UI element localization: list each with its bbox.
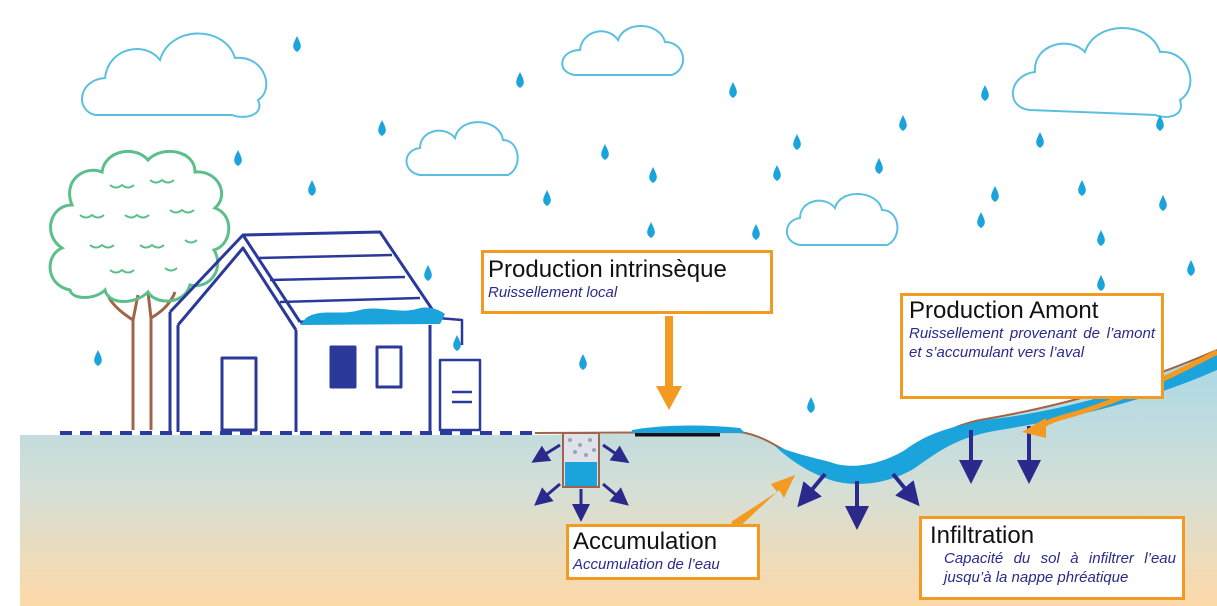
- roof-water: [300, 307, 445, 325]
- rain-tank: [438, 358, 482, 432]
- local-runoff-water: [632, 425, 745, 433]
- tree-foliage: [48, 150, 231, 303]
- accumulation-arrow: [731, 475, 795, 530]
- orange-arrows: [656, 316, 795, 530]
- clouds: [81, 25, 1192, 246]
- house-roof-gable: [168, 233, 302, 331]
- basin-water: [775, 355, 1217, 484]
- upstream-runoff-arrow: [1038, 349, 1217, 430]
- cloud-4: [785, 193, 899, 246]
- house-walls: [168, 312, 432, 432]
- production-amont-box: Production Amont Ruissellement provenant…: [900, 293, 1164, 399]
- production-amont-subtitle: Ruissellement provenant de l’amont et s’…: [909, 325, 1155, 361]
- accumulation-subtitle: Accumulation de l’eau: [573, 556, 720, 573]
- cloud-3: [405, 121, 519, 176]
- production-amont-title: Production Amont: [909, 297, 1099, 324]
- tree: [48, 150, 231, 430]
- house-door: [220, 356, 258, 432]
- soakaway-pit: [562, 432, 600, 488]
- accumulation-box: Accumulation Accumulation de l’eau: [566, 524, 760, 580]
- cloud-5: [1012, 27, 1192, 118]
- production-intrinseque-title: Production intrinsèque: [488, 256, 727, 283]
- soakaway-infiltration-arrows: [531, 443, 630, 522]
- house: [168, 230, 482, 432]
- upstream-runoff-arrowhead: [1022, 418, 1046, 438]
- accumulation-title: Accumulation: [573, 528, 718, 555]
- cloud-1: [81, 32, 268, 118]
- house-window-dark: [329, 345, 357, 389]
- cloud-2: [561, 25, 685, 76]
- roof-lines: [257, 253, 421, 304]
- infiltration-title: Infiltration: [930, 522, 1035, 549]
- house-window: [375, 345, 403, 389]
- tree-foliage-marks: [79, 178, 198, 274]
- production-intrinseque-subtitle: Ruissellement local: [488, 284, 618, 301]
- tree-trunk: [106, 291, 177, 430]
- gutter: [437, 316, 464, 345]
- ground: [20, 350, 1217, 606]
- rain-drops: [94, 36, 1195, 413]
- infiltration-box: Infiltration Capacité du sol à infiltrer…: [919, 516, 1185, 600]
- production-intrinseque-box: Production intrinsèque Ruissellement loc…: [481, 250, 773, 314]
- production-arrow: [656, 316, 682, 410]
- infiltration-subtitle: Capacité du sol à infiltrer l’eau jusqu’…: [944, 550, 1176, 586]
